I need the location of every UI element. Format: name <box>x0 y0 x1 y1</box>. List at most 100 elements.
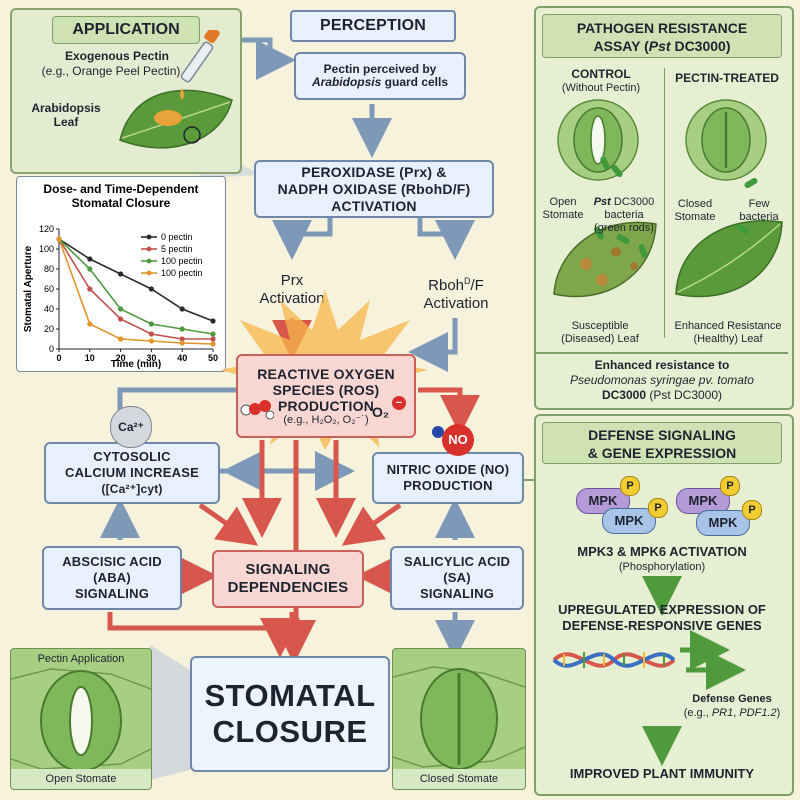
rboh-activation: RbohD/F Activation <box>404 272 508 313</box>
ros-line4: (e.g., H₂O₂, O₂⁻˙) <box>283 413 369 426</box>
calcium-line2: CALCIUM INCREASE <box>65 465 199 480</box>
dependencies-line1: SIGNALING <box>245 561 331 578</box>
leaf-with-dropper <box>119 30 233 149</box>
dependencies-line2: DEPENDENCIES <box>227 579 349 596</box>
chart-point-3-3 <box>148 338 154 344</box>
chart-point-2-5 <box>210 331 216 337</box>
open-line1: Open <box>549 196 577 208</box>
pathogen-title: PATHOGEN RESISTANCE ASSAY (Pst DC3000) <box>542 14 782 58</box>
phosphate-icon-1a: P <box>620 476 640 496</box>
arrow-calcium-to-deps <box>198 502 259 546</box>
chart-point-0-4 <box>179 306 185 312</box>
arrow-enzymes-to-prx <box>272 218 333 260</box>
defense-graphics <box>552 576 746 766</box>
enzymes-line1: PEROXIDASE (Prx) & <box>301 163 447 180</box>
mpk-protein-2a: MPK <box>676 488 730 514</box>
few-line1: Few <box>748 198 770 210</box>
chart-y-tick-label: 60 <box>44 284 54 294</box>
no-molecule-icon: NO <box>442 424 474 456</box>
susceptible-text: Susceptible (Diseased) Leaf <box>536 320 664 346</box>
chart-point-2-1 <box>87 266 93 272</box>
pathogen-resistance-panel: PATHOGEN RESISTANCE ASSAY (Pst DC3000) C… <box>534 6 794 410</box>
chart-y-tick-label: 100 <box>39 244 54 254</box>
summary-divider <box>536 352 788 354</box>
chart-point-3-1 <box>87 321 93 327</box>
control-open-pore-icon <box>590 115 606 165</box>
arrow-ros-to-no <box>418 387 480 435</box>
chart-title-line1: Dose- and Time-Dependent <box>43 182 198 196</box>
chart-series-line-0 <box>58 238 214 322</box>
panel-divider <box>664 68 665 338</box>
leaf-label-line1: Arabidopsis <box>31 101 101 115</box>
chart-x-tick-label: 30 <box>146 353 156 363</box>
chart-x-tick-label: 10 <box>85 353 95 363</box>
upregulated-genes-label: UPREGULATED EXPRESSION OF DEFENSE-RESPON… <box>536 602 788 634</box>
pathogen-summary: Enhanced resistance to Pseudomonas syrin… <box>536 358 788 403</box>
pectin-example: (e.g., Orange Peel Pectin) <box>41 64 181 78</box>
h2o2-molecule-icon <box>240 400 274 420</box>
chart-legend-marker-2 <box>146 258 152 264</box>
chart-x-tick-label: 0 <box>56 353 61 363</box>
diseased-leaf-icon <box>553 221 657 298</box>
control-label: CONTROL <box>571 67 631 81</box>
closed-line1: Closed <box>677 198 713 210</box>
few-bacteria-text: Few bacteria <box>732 198 786 224</box>
chart-point-1-5 <box>210 336 216 342</box>
pectin-spot-icon <box>154 110 182 126</box>
chart-point-2-4 <box>179 326 185 332</box>
rboh-sup: D <box>464 276 471 286</box>
sa-line2: (SA) <box>443 570 471 585</box>
pathogen-title-prefix: ASSAY ( <box>593 38 649 54</box>
perception-arabidopsis: Arabidopsis <box>311 75 382 89</box>
defense-genes-title: Defense Genes <box>692 693 772 705</box>
calcium-line3: ([Ca²⁺]cyt) <box>101 482 163 496</box>
summary-line3-bold: DC3000 <box>601 388 646 402</box>
o2-charge-icon: − <box>392 396 406 410</box>
perception-line1: Pectin perceived by <box>323 62 437 76</box>
arrow-no-to-deps <box>341 502 402 546</box>
open-stomate-label: Open Stomate <box>11 769 151 789</box>
few-bacteria-icon <box>744 178 758 188</box>
defense-title-line1: DEFENSE SIGNALING <box>588 427 736 443</box>
susceptible-line2: (Diseased) Leaf <box>561 333 639 345</box>
o2-label: O₂ <box>372 404 390 420</box>
enhanced-line2: (Healthy) Leaf <box>693 333 763 345</box>
few-line2: bacteria <box>739 211 779 223</box>
pathogen-title-italic: Pst <box>648 38 671 54</box>
prx-activation: Prx Activation <box>244 272 340 308</box>
pathogen-title-line1: PATHOGEN RESISTANCE <box>576 20 748 36</box>
zoom-circle-icon <box>183 126 201 144</box>
defense-title: DEFENSE SIGNALING & GENE EXPRESSION <box>542 422 782 464</box>
arrow-enzymes-to-rboh <box>417 218 475 260</box>
genes-line1: UPREGULATED EXPRESSION OF <box>558 602 766 617</box>
perception-line2: guard cells <box>381 75 449 89</box>
closed-line2: Stomate <box>674 211 716 223</box>
chart-y-tick-label: 80 <box>44 264 54 274</box>
chart-legend-marker-1 <box>146 246 152 252</box>
perception-box: Pectin perceived by Arabidopsis guard ce… <box>294 52 466 100</box>
chart-point-1-3 <box>148 331 154 337</box>
improved-immunity-label: IMPROVED PLANT IMMUNITY <box>569 766 755 781</box>
aba-line1: ABSCISIC ACID <box>62 554 162 569</box>
phosphate-icon-1b: P <box>648 498 668 518</box>
stomatal-pore-open-icon <box>69 686 93 756</box>
bacteria-line3: (green rods) <box>594 222 654 234</box>
defense-genes-label: Defense Genes (e.g., PR1, PDF1.2) <box>676 692 788 720</box>
application-panel: APPLICATION Exogenous Pectin (e.g., Oran… <box>10 8 242 174</box>
closed-stomate-label: Closed Stomate <box>393 769 525 789</box>
chart-x-label: Time (min) <box>111 359 161 370</box>
calcium-box: CYTOSOLIC CALCIUM INCREASE ([Ca²⁺]cyt) <box>44 442 220 504</box>
stomatal-closure-box: STOMATAL CLOSURE <box>190 656 390 772</box>
enhanced-line1: Enhanced Resistance <box>674 320 782 332</box>
chart-point-1-4 <box>179 336 185 342</box>
enzymes-line2: NADPH OXIDASE (RbohD/F) <box>277 180 471 197</box>
sa-line3: SIGNALING <box>419 586 495 601</box>
chart-point-3-4 <box>179 340 185 346</box>
bacteria-text: Pst DC3000 bacteria (green rods) <box>584 196 664 235</box>
enhanced-text: Enhanced Resistance (Healthy) Leaf <box>664 320 792 346</box>
ros-line2: SPECIES (ROS) <box>272 381 380 398</box>
perception-title: PERCEPTION <box>319 17 426 34</box>
